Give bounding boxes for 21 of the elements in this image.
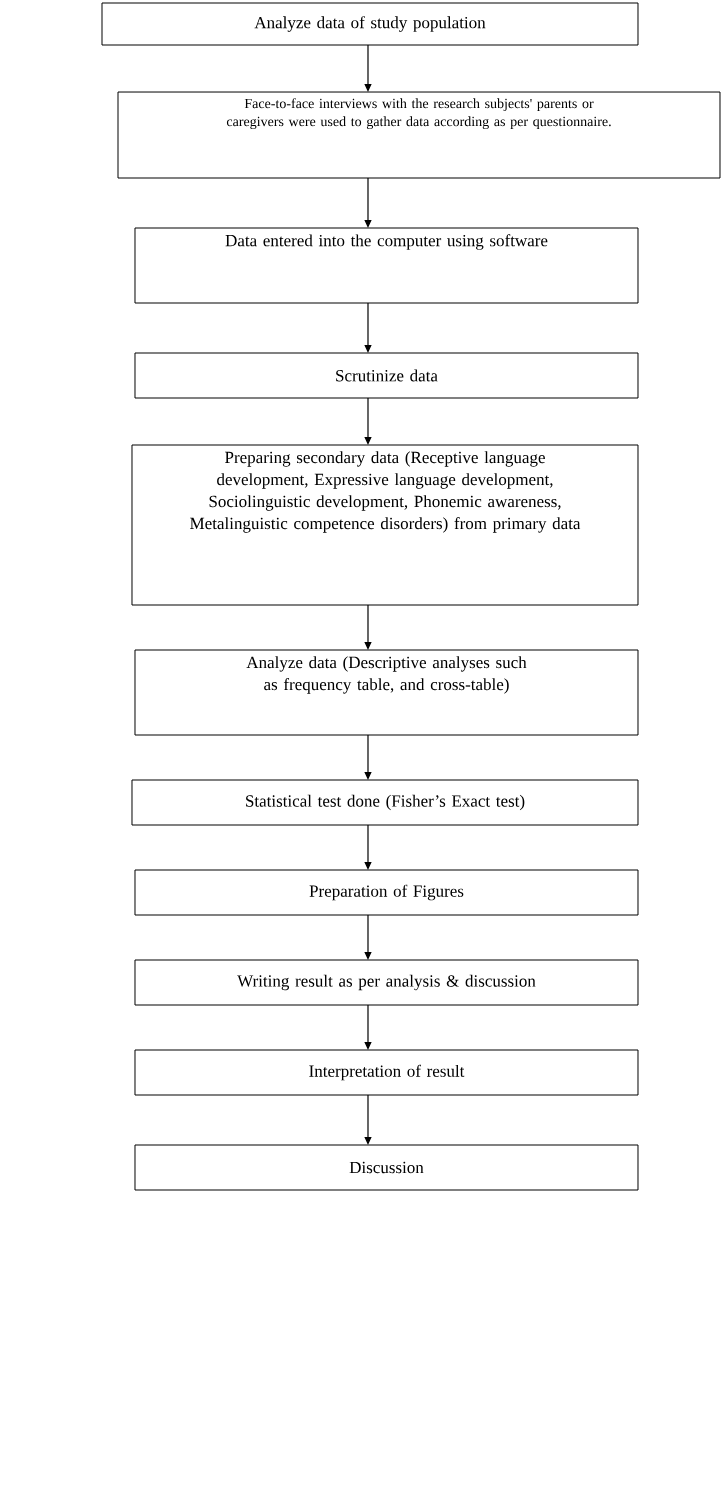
process-box: Data entered into the computer using software (134, 227, 639, 304)
arrow (364, 734, 372, 780)
arrow (364, 1004, 372, 1050)
process-box: Analyze data of study population (101, 2, 639, 46)
process-box: Interpretation of result (134, 1049, 639, 1096)
process-box: Analyze data (Descriptive analyses such as frequency table, and cross-table) (134, 649, 639, 736)
arrow (364, 302, 372, 353)
arrow (364, 177, 372, 228)
process-box: Statistical test done (Fisher’s Exact test) (131, 779, 639, 826)
process-box: Face-to-face interviews with the research subjects' parents or caregivers were used to gather data according as per questionnaire. (117, 91, 721, 179)
process-box: Preparing secondary data (Receptive language development, Expressive language development, Sociolinguistic development, Phonemic awareness, Metalinguistic competence disorders) from primary data (131, 444, 639, 606)
process-box: Discussion (134, 1144, 639, 1191)
arrow (364, 604, 372, 650)
arrow (364, 397, 372, 445)
process-box: Writing result as per analysis & discussion (134, 959, 639, 1006)
process-box: Scrutinize data (134, 352, 639, 399)
arrow (364, 1094, 372, 1145)
arrow (364, 44, 372, 92)
arrow (364, 824, 372, 870)
arrow (364, 914, 372, 960)
process-box: Preparation of Figures (134, 869, 639, 916)
